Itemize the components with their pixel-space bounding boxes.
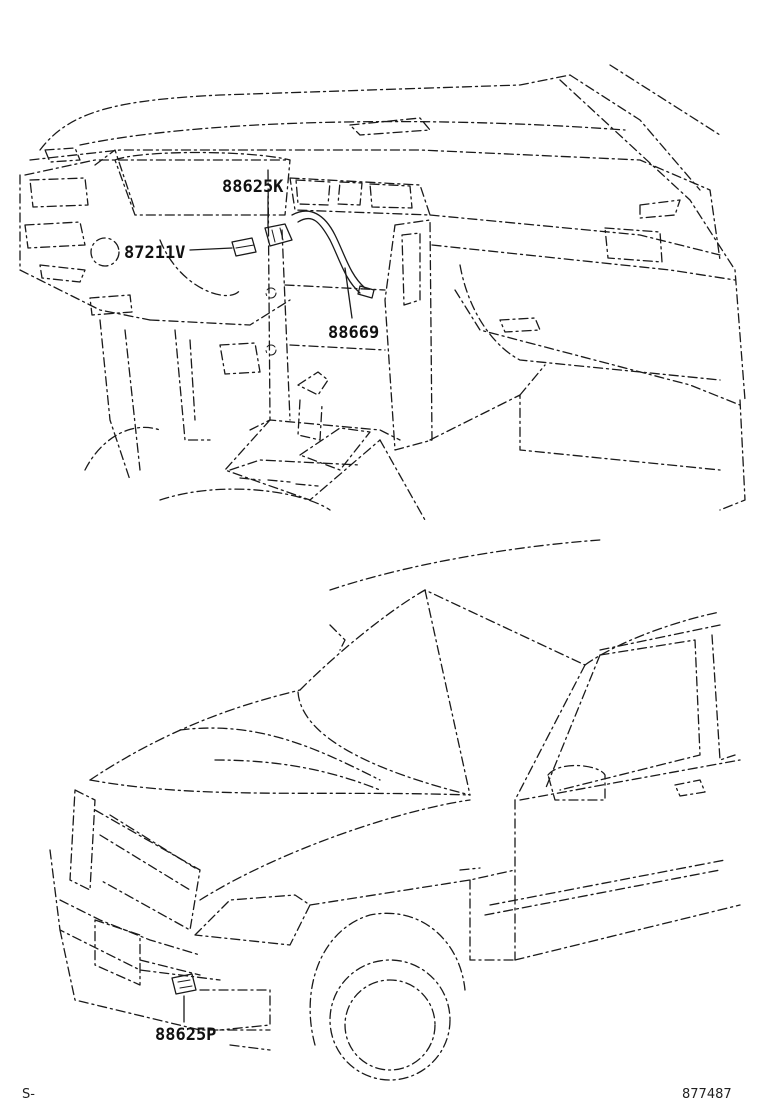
leader-87211V — [189, 247, 233, 251]
label-88625K: 88625K — [222, 177, 284, 197]
switch-87211V-component — [231, 237, 257, 257]
label-87211V: 87211V — [124, 243, 185, 263]
label-88625P: 88625P — [155, 1025, 216, 1045]
leader-88669 — [344, 267, 353, 319]
sensor-88625P-component — [171, 973, 197, 995]
label-88669: 88669 — [328, 323, 379, 343]
sensor-88625K-component — [264, 223, 293, 247]
hose-88669-component — [291, 210, 375, 299]
corner-code-left: S- — [22, 1087, 35, 1102]
diagram-number: 877487 — [682, 1087, 732, 1102]
dashboard-illustration — [19, 64, 746, 521]
car-illustration — [49, 539, 741, 1081]
